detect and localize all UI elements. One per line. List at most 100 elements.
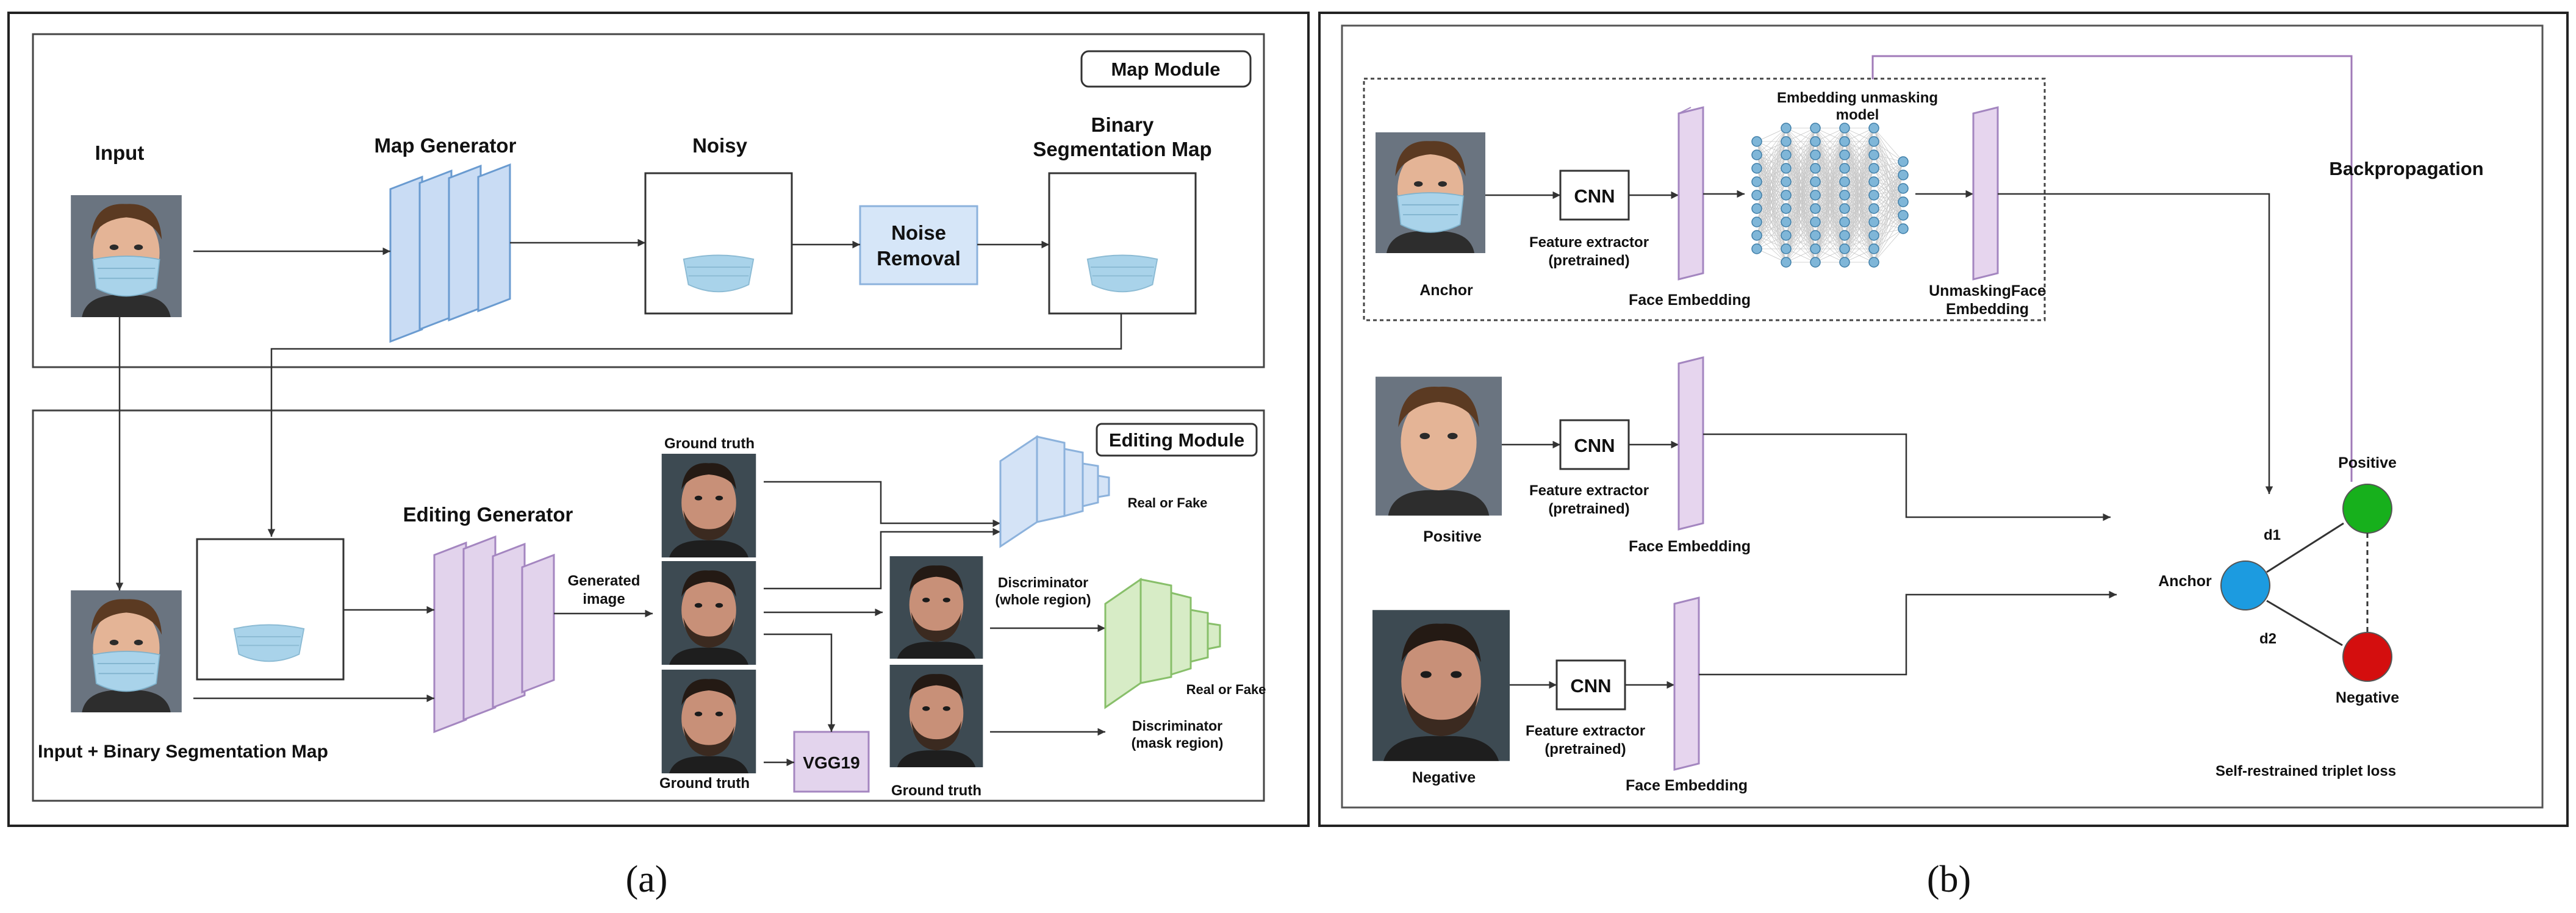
noise-removal-box (859, 205, 978, 285)
caption-b: (b) (1927, 859, 1971, 900)
masked-region-face-1 (889, 556, 983, 659)
nn-neuron (1898, 170, 1909, 181)
nn-neuron (1751, 163, 1762, 174)
nn-neuron (1810, 163, 1821, 174)
nn-neuron (1898, 183, 1909, 194)
negative-face-image (1372, 610, 1510, 761)
unmasking-group-box (1363, 77, 2046, 321)
cnn-label-3: CNN (1570, 675, 1611, 696)
map-module-box (32, 33, 1265, 368)
caption-a: (a) (626, 859, 668, 900)
noisy-mask-image (683, 254, 755, 293)
nn-neuron (1839, 163, 1850, 174)
nn-neuron (1810, 230, 1821, 241)
binary-map-box (1048, 172, 1197, 315)
panel-b-border (1318, 12, 2569, 827)
loss-label: Self-restrained triplet loss (2215, 763, 2396, 779)
map-module-label: Map Module (1111, 59, 1220, 80)
anchor-node (2220, 560, 2270, 610)
noisy-map-box (644, 172, 793, 315)
nn-neuron (1751, 149, 1762, 160)
nn-neuron (1868, 163, 1879, 174)
generated-face (661, 561, 756, 665)
nn-neuron (1751, 190, 1762, 201)
nn-neuron (1898, 223, 1909, 234)
backprop-line (1871, 55, 2353, 482)
nn-neuron (1781, 163, 1792, 174)
nn-neuron (1868, 176, 1879, 187)
nn-neuron (1781, 217, 1792, 227)
cnn-box-1 (1559, 170, 1630, 221)
ground-truth-label-bottom: Ground truth (659, 775, 750, 792)
face-embedding-label-1: Face Embedding (1629, 292, 1751, 309)
nn-neuron (1898, 156, 1909, 167)
discriminator-mask-icon (1104, 578, 1221, 709)
anchor-image-label: Anchor (1419, 282, 1473, 299)
masked-region-face-2 (889, 665, 983, 767)
real-or-fake-label-2: Real or Fake (1186, 682, 1266, 697)
positive-node-label: Positive (2338, 454, 2397, 471)
editing-generator-label: Editing Generator (403, 503, 573, 526)
d2-label: d2 (2259, 631, 2276, 647)
nn-neuron (1868, 149, 1879, 160)
nn-neuron (1810, 257, 1821, 268)
editing-module-label: Editing Module (1109, 429, 1244, 451)
negative-node-label: Negative (2336, 689, 2399, 706)
negative-image-label: Negative (1412, 769, 1476, 786)
nn-neuron (1839, 230, 1850, 241)
ground-truth-label-right: Ground truth (891, 782, 981, 799)
ground-truth-face-bottom (661, 670, 756, 773)
nn-neuron (1839, 190, 1850, 201)
nn-neuron (1810, 136, 1821, 147)
cnn-box-3 (1555, 659, 1626, 711)
panel-b-inner-box (1341, 24, 2544, 809)
nn-neuron (1839, 176, 1850, 187)
nn-neuron (1781, 190, 1792, 201)
nn-neuron (1868, 217, 1879, 227)
nn-neuron (1810, 123, 1821, 134)
face-embedding-bar-1 (1677, 106, 1704, 281)
input-face-image (71, 195, 182, 317)
nn-neuron (1751, 203, 1762, 214)
positive-face-image (1376, 376, 1502, 516)
map-generator-icon (389, 163, 511, 343)
nn-neuron (1751, 243, 1762, 254)
positive-image-label: Positive (1423, 528, 1482, 545)
feature-extractor-label-2: Feature extractor(pretrained) (1529, 482, 1649, 517)
nn-neuron (1810, 203, 1821, 214)
nn-neuron (1898, 196, 1909, 207)
negative-node (2342, 632, 2392, 682)
anchor-node-label: Anchor (2158, 573, 2212, 590)
face-embedding-bar-3 (1673, 596, 1700, 771)
anchor-face-image (1376, 132, 1485, 253)
nn-neuron (1868, 230, 1879, 241)
nn-neuron (1868, 190, 1879, 201)
editing-generator-icon (433, 535, 555, 734)
disc-whole-label: Discriminator(whole region) (995, 575, 1091, 607)
nn-neuron (1781, 203, 1792, 214)
feature-extractor-label-3: Feature extractor(pretrained) (1526, 723, 1645, 757)
nn-neuron (1781, 149, 1792, 160)
nn-neuron (1810, 190, 1821, 201)
nn-neuron (1751, 176, 1762, 187)
cnn-box-2 (1559, 419, 1630, 470)
nn-neuron (1781, 176, 1792, 187)
d1-label: d1 (2264, 527, 2281, 543)
feature-extractor-label-1: Feature extractor(pretrained) (1529, 234, 1649, 269)
vgg19-box (793, 731, 870, 793)
input-label: Input (95, 141, 145, 164)
disc-mask-label: Discriminator(mask region) (1132, 718, 1224, 751)
nn-neuron (1868, 257, 1879, 268)
face-embedding-label-2: Face Embedding (1629, 538, 1751, 555)
vgg19-label: VGG19 (803, 753, 859, 772)
noisy-label: Noisy (692, 134, 748, 157)
nn-neuron (1839, 257, 1850, 268)
nn-neuron (1868, 243, 1879, 254)
nn-neuron (1839, 123, 1850, 134)
nn-neuron (1839, 203, 1850, 214)
nn-neuron (1898, 210, 1909, 221)
